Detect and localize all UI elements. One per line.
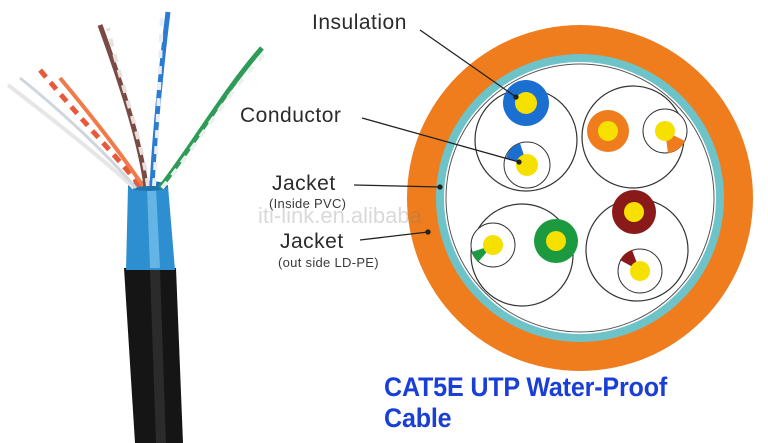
wire-white-green xyxy=(470,222,516,268)
wire-solid-orange xyxy=(587,110,629,152)
twisted-pair-orange xyxy=(38,68,145,188)
wire-white-brown xyxy=(617,248,663,294)
label-conductor: Conductor xyxy=(240,104,342,127)
leader-insulation xyxy=(419,29,517,98)
label-jacket-outer-note: (out side LD-PE) xyxy=(278,255,379,270)
core-boundary xyxy=(445,63,715,333)
inner-jacket-gap xyxy=(444,62,716,334)
twisted-pair-blue xyxy=(149,11,171,187)
twisted-pair-white xyxy=(6,76,138,190)
inner-blue-sheath-highlight xyxy=(147,188,160,268)
leader-lines xyxy=(353,29,522,241)
twisted-pair-green xyxy=(158,46,268,190)
wire-solid-brown xyxy=(612,190,656,234)
caption-title: CAT5E UTP Water-Proof Cable xyxy=(384,372,668,433)
label-jacket-inner-note: (Inside PVC) xyxy=(269,196,347,211)
cable-cross-section xyxy=(407,25,753,371)
cable-illustration xyxy=(6,11,268,443)
leader-jacket-outer xyxy=(359,231,429,241)
wire-white-orange xyxy=(642,108,688,154)
label-insulation: Insulation xyxy=(312,11,407,34)
outer-black-sheath-highlight xyxy=(150,270,166,443)
leader-jacket-inner xyxy=(353,184,441,188)
wire-white-blue xyxy=(503,141,551,189)
leader-conductor xyxy=(361,117,520,163)
wire-solid-green xyxy=(534,219,578,263)
label-jacket-inner: Jacket xyxy=(272,172,336,195)
twisted-pair-brown xyxy=(97,24,150,187)
watermark: iti-link.en.alibaba xyxy=(258,203,422,228)
label-jacket-outer: Jacket xyxy=(280,230,344,253)
wire-solid-blue xyxy=(503,80,549,126)
